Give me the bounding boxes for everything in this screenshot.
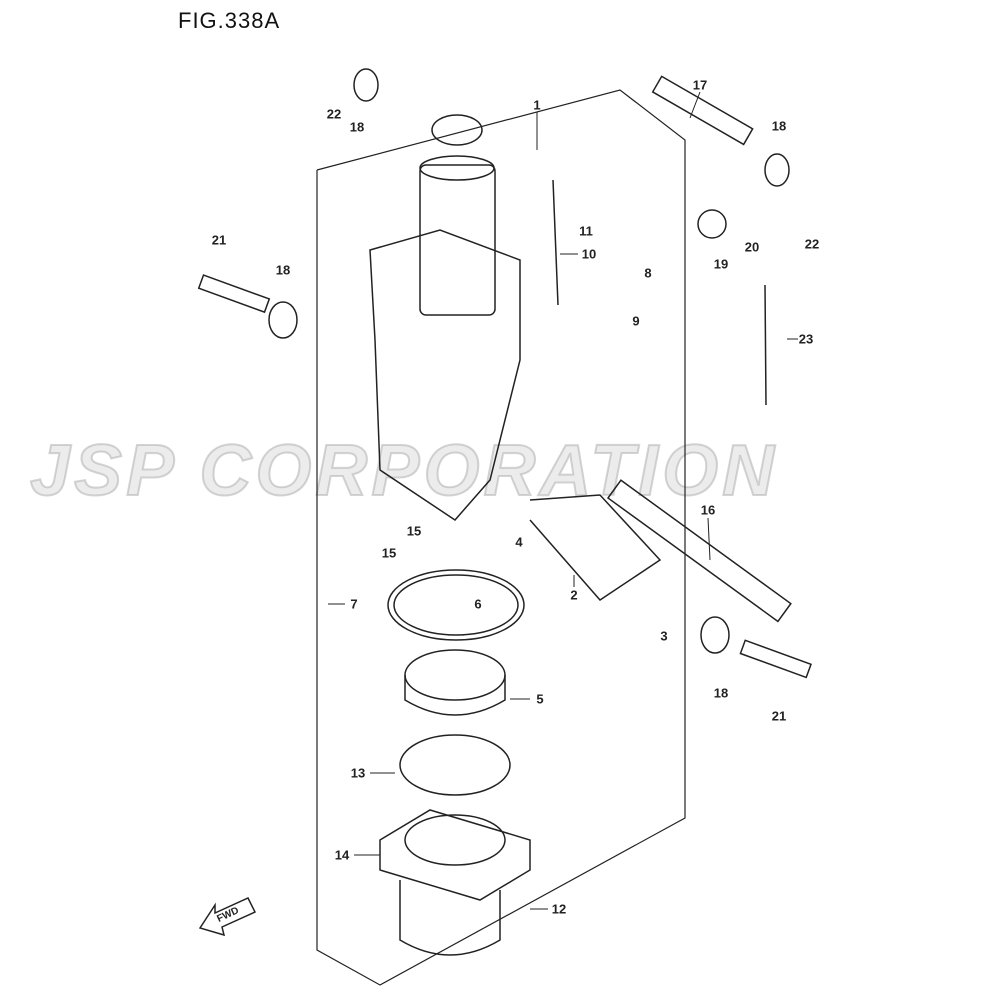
callout-17: 17 [692, 77, 708, 93]
pump-5 [404, 649, 506, 716]
callout-18: 18 [275, 262, 291, 278]
callout-12: 12 [551, 901, 567, 917]
fwd-arrow-icon [198, 897, 257, 937]
callout-11: 11 [579, 223, 593, 239]
valve-2 [529, 494, 662, 601]
leader-lines [328, 91, 798, 910]
tie-23 [764, 284, 767, 406]
callout-6: 6 [474, 596, 482, 612]
bushing-18b [700, 616, 730, 654]
callout-15: 15 [381, 545, 397, 561]
callout-21: 21 [211, 232, 227, 248]
cover-13 [399, 734, 511, 796]
callout-4: 4 [515, 534, 523, 550]
callout-18: 18 [771, 118, 787, 134]
motor-14 [379, 809, 531, 956]
callout-5: 5 [536, 691, 544, 707]
callout-14: 14 [334, 847, 350, 863]
tilt-cylinder-part [369, 114, 521, 521]
callout-22: 22 [804, 236, 820, 252]
pin-16 [606, 479, 792, 623]
figure-title: FIG.338A [178, 8, 281, 33]
callout-13: 13 [350, 765, 366, 781]
callout-18: 18 [349, 119, 365, 135]
callout-8: 8 [644, 265, 652, 281]
callout-20: 20 [744, 239, 760, 255]
tie-10 [552, 179, 559, 306]
callout-15: 15 [406, 523, 422, 539]
pin-17 [651, 75, 754, 146]
bolt-21a [197, 274, 271, 314]
collar-19 [697, 209, 727, 239]
bolt-21b [739, 639, 812, 679]
callout-1: 1 [533, 97, 541, 113]
callout-18: 18 [713, 685, 729, 701]
callout-3: 3 [660, 628, 668, 644]
watermark: JSP CORPORATION [29, 430, 779, 512]
callout-7: 7 [350, 596, 358, 612]
assembly-box [316, 89, 686, 986]
callout-23: 23 [798, 331, 814, 347]
callout-21: 21 [771, 708, 787, 724]
callout-19: 19 [713, 256, 729, 272]
callout-22: 22 [326, 106, 342, 122]
bushing-18c [764, 153, 790, 187]
callout-10: 10 [581, 246, 597, 262]
callout-16: 16 [700, 502, 716, 518]
callout-2: 2 [570, 587, 578, 603]
callout-9: 9 [632, 313, 640, 329]
o-ring-7 [387, 569, 525, 641]
bushing-18a [268, 301, 298, 339]
bushing-18d [353, 68, 379, 102]
